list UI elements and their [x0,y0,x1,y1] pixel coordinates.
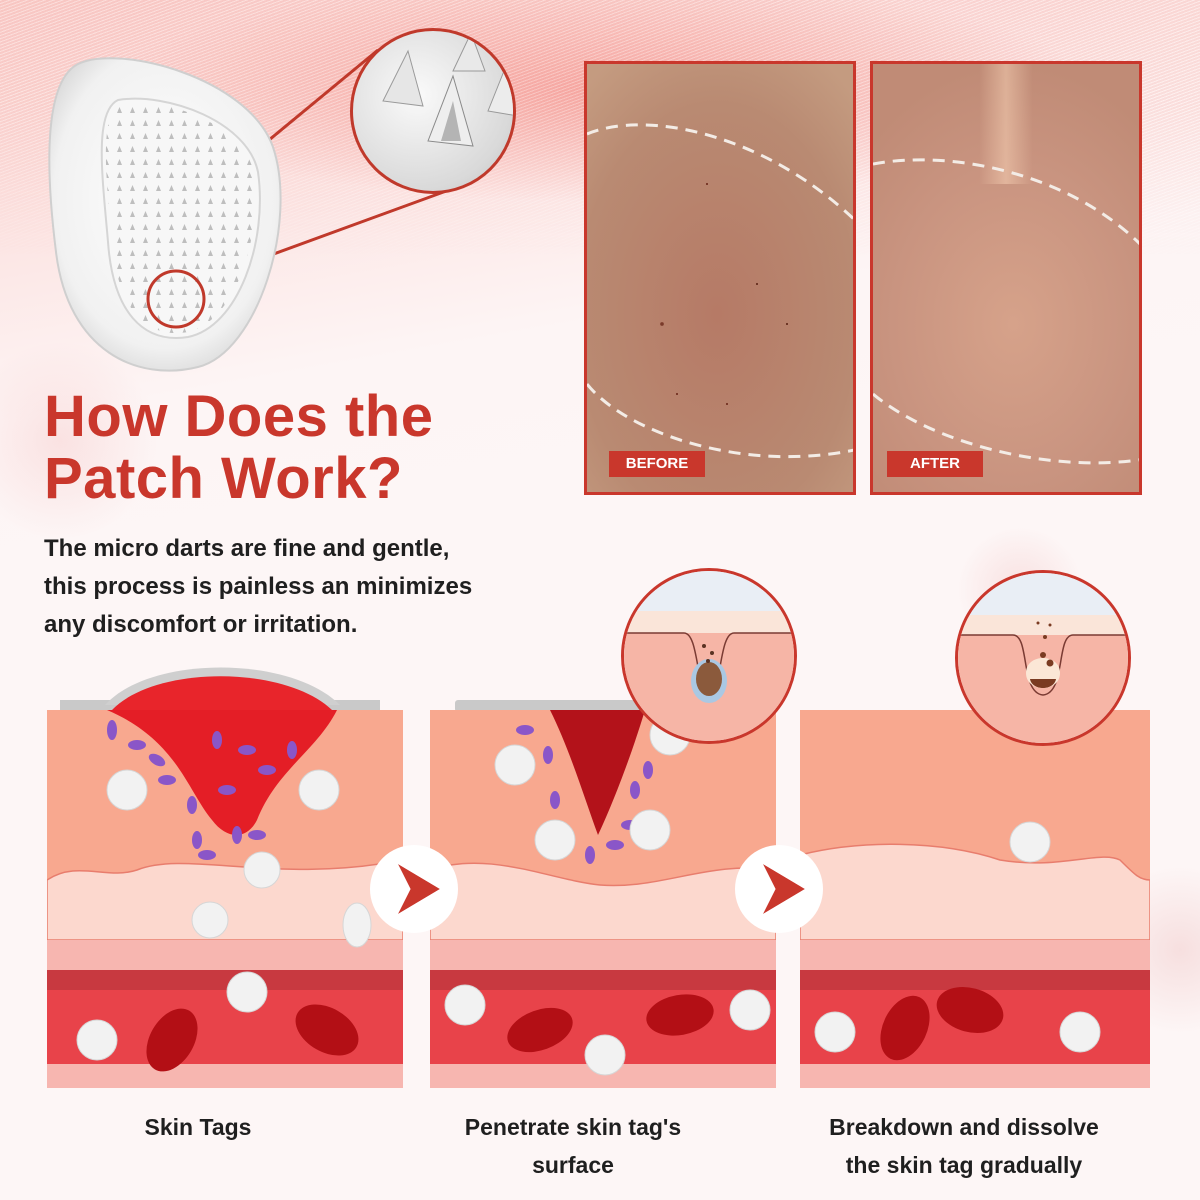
caption-line: Skin Tags [144,1114,252,1140]
description-line-3: any discomfort or irritation. [44,611,358,638]
chevron-right-icon [398,864,440,914]
caption-line: Penetrate skin tag's [464,1114,682,1140]
before-label: BEFORE [609,451,705,477]
step-2-caption: Penetrate skin tag's surface [418,1108,728,1184]
dashed-outline-icon [587,123,853,459]
title-line-2: Patch Work? [44,446,403,511]
after-skin-image [873,64,1139,492]
description: The micro darts are fine and gentle, thi… [44,530,604,644]
magnify-circle-icon [621,568,797,744]
step-1-caption: Skin Tags [98,1108,298,1146]
step-arrow-1 [370,845,458,933]
title-line-1: How Does the [44,384,434,449]
magnify-circle-icon [350,28,516,194]
patch-cover-icon [60,667,380,710]
description-line-2: this process is painless an minimizes [44,573,473,600]
step-3-diagram [800,710,1150,1088]
step-arrow-2 [735,845,823,933]
step-3-caption: Breakdown and dissolve the skin tag grad… [800,1108,1128,1184]
step-2-diagram [430,710,776,1088]
page-title: How Does the Patch Work? [44,386,434,510]
caption-line: surface [532,1152,614,1178]
caption-line: the skin tag gradually [845,1152,1083,1178]
before-photo: BEFORE [584,61,856,495]
dashed-outline-icon [873,158,1139,465]
after-label: AFTER [887,451,983,477]
magnify-circle-icon [955,570,1131,746]
caption-line: Breakdown and dissolve [829,1114,1099,1140]
after-photo: AFTER [870,61,1142,495]
chevron-right-icon [763,864,805,914]
microneedle-patch-icon [48,52,288,372]
step-1-diagram [47,710,403,1088]
before-skin-image [587,64,853,492]
description-line-1: The micro darts are fine and gentle, [44,535,450,562]
